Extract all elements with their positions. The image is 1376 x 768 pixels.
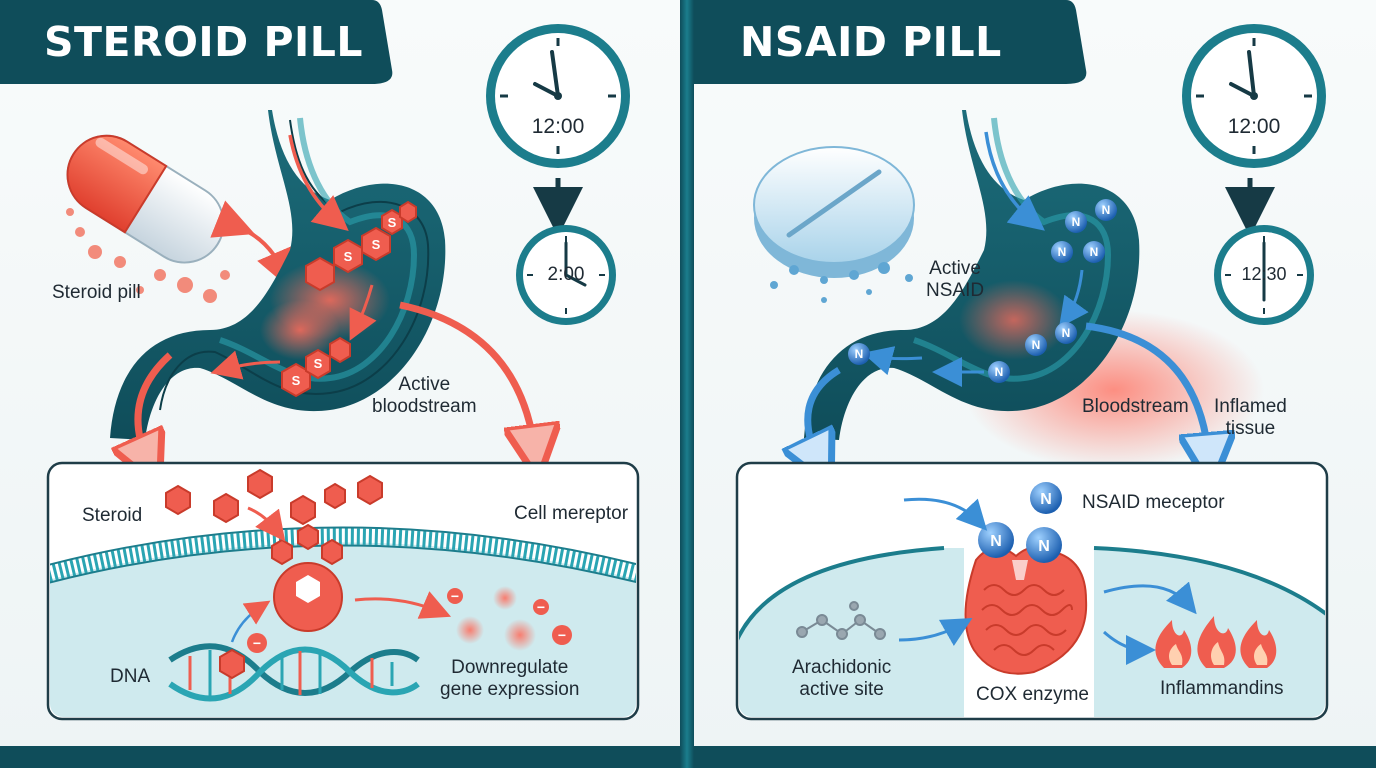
bottom-bar [694,746,1376,768]
clock-start-time: 12:00 [531,115,585,138]
molecule-label: N [1038,538,1050,555]
downregulate-label: Downregulate gene expression [440,657,580,700]
steroid-molecule-chain [281,200,417,398]
steroid-molecules [165,468,383,566]
molecule-label: N [995,365,1004,379]
charge-symbol: − [253,635,261,651]
tablet-icon [753,146,915,278]
bottom-bar [0,746,680,768]
panel-header: STEROID PILL [0,0,405,84]
molecule-label: S [388,215,397,230]
clock-icon [486,24,630,168]
charge-symbol: − [537,599,545,615]
enzyme-icon [964,545,1088,675]
panel-title: NSAID PILL [740,18,1002,66]
cox-enzyme-label: COX enzyme [976,684,1089,705]
molecule-label: S [314,356,323,371]
arachidonic-label: Arachidonic active site [792,657,892,700]
bloodstream-label: Bloodstream [1082,396,1189,417]
molecule-label: N [1040,491,1052,508]
molecule-label: N [990,533,1002,550]
molecule-label: N [855,347,864,361]
nsaid-panel: N N N N N N N N [694,0,1376,768]
panel-divider [680,0,694,768]
molecule-label: S [344,249,353,264]
molecule-label: N [1062,326,1071,340]
clock-end-time: 2:00 [547,264,585,285]
nsaid-illustration: N N N N N N N N [735,24,1329,721]
clock-start-time: 12:00 [1227,115,1281,138]
inflammandins-label: Inflammandins [1160,678,1284,699]
nsaid-molecules-bound [978,482,1062,563]
clock-icon [1182,24,1326,168]
molecule-label: S [292,373,301,388]
molecule-label: N [1090,245,1099,259]
receptor-label: Cell mereptor [514,503,629,524]
header-shape [0,0,393,84]
steroid-panel: S S S S S [0,0,680,768]
receptor-icon [273,562,343,632]
molecule-label: N [1102,203,1111,217]
dna-label: DNA [110,666,151,687]
clock-icon [1214,225,1314,325]
flame-icon [1155,616,1277,668]
active-nsaid-label: Active NSAID [926,258,985,301]
arachidonic-molecule-icon [796,601,886,640]
molecule-label: N [1072,215,1081,229]
nsaid-molecules [848,199,1117,383]
molecule-label: N [1032,338,1041,352]
charge-symbol: − [558,627,566,643]
molecule-label: N [1058,245,1067,259]
negative-charge-markers [247,588,572,653]
steroid-label: Steroid [82,505,143,526]
clock-end-time: 12:30 [1241,264,1287,284]
charge-symbol: − [451,588,459,604]
receptor-label: NSAID meceptor [1082,492,1225,513]
powder-dots [770,262,913,303]
panel-header: NSAID PILL [694,0,1099,84]
steroid-illustration: S S S S S [46,24,640,721]
bloodstream-label: Active bloodstream [372,374,477,417]
inflamed-tissue-label: Inflamed tissue [1214,396,1287,439]
dna-icon [168,643,420,702]
header-shape [694,0,1087,84]
clock-icon [516,225,616,325]
pill-label: Steroid pill [52,282,141,303]
panel-title: STEROID PILL [44,18,364,66]
capsule-icon [66,134,225,264]
molecule-label: S [372,237,381,252]
